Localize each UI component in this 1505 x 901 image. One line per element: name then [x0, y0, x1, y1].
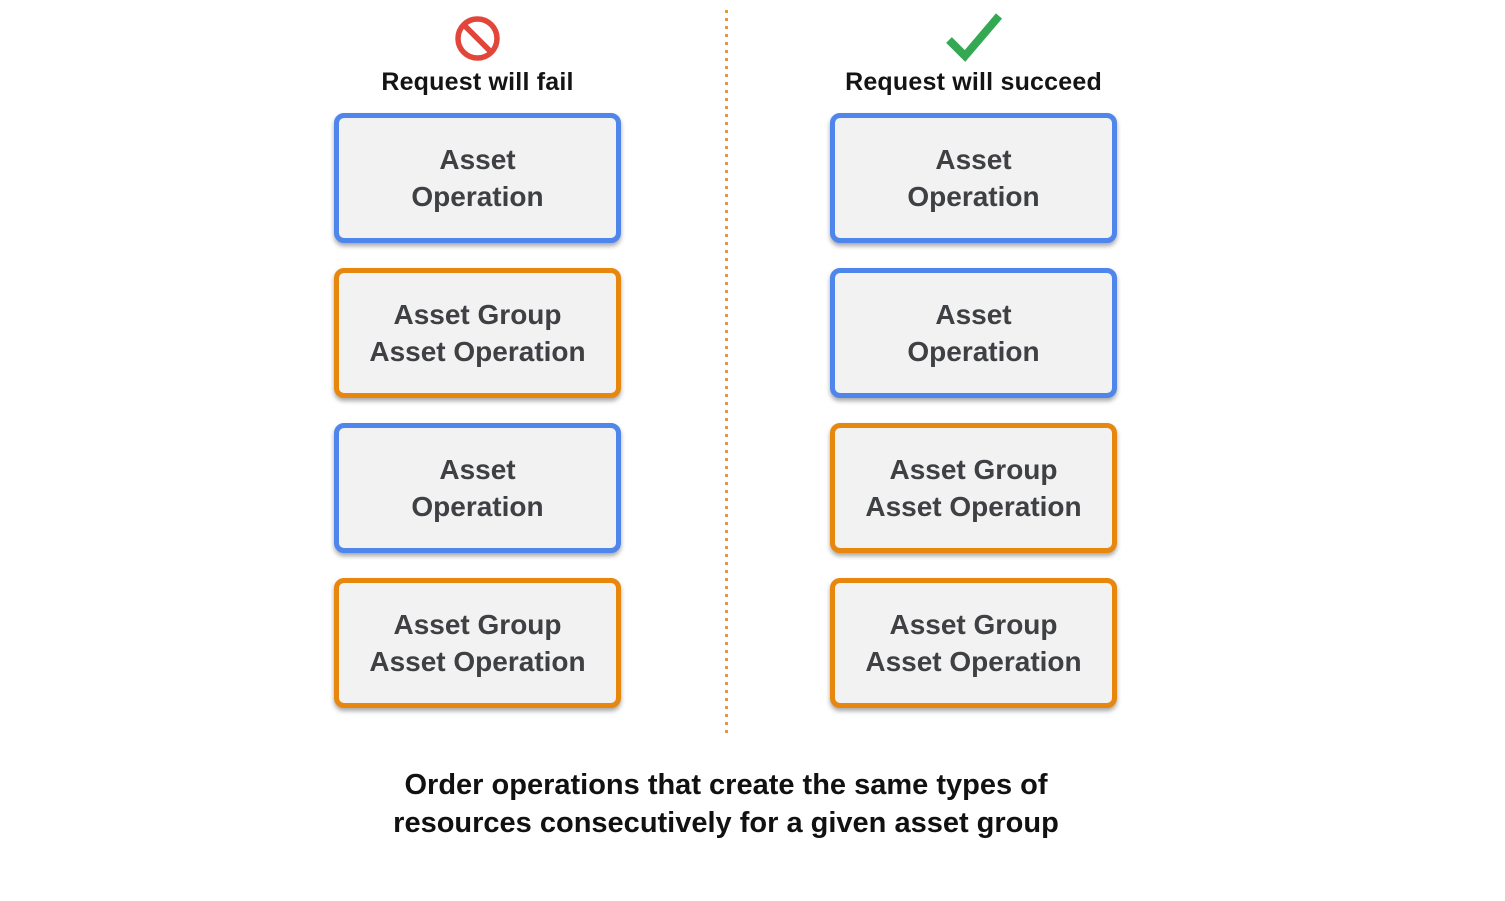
fail-boxes: Asset Operation Asset Group Asset Operat… [334, 113, 621, 708]
box-label-line: Operation [907, 336, 1040, 367]
box-label-line: Asset Group [393, 609, 562, 640]
box-label-line: Asset [935, 299, 1012, 330]
box-label-line: Asset Operation [369, 336, 586, 367]
box-label-line: Asset [935, 144, 1012, 175]
succeed-header: Request will succeed [830, 10, 1117, 97]
box-label-line: Asset Operation [865, 646, 1082, 677]
box-label-line: Asset Operation [369, 646, 586, 677]
succeed-column: Request will succeed Asset Operation Ass… [830, 0, 1117, 740]
box-asset-operation: Asset Operation [830, 268, 1117, 398]
caption-line: resources consecutively for a given asse… [393, 807, 1059, 839]
box-label-line: Asset Operation [865, 491, 1082, 522]
box-label-line: Operation [907, 181, 1040, 212]
box-asset-operation: Asset Operation [334, 423, 621, 553]
fail-column: Request will fail Asset Operation Asset … [334, 0, 621, 740]
column-divider [725, 10, 728, 738]
box-asset-group-asset-operation: Asset Group Asset Operation [830, 578, 1117, 708]
box-asset-group-asset-operation: Asset Group Asset Operation [334, 268, 621, 398]
box-label-line: Operation [411, 181, 544, 212]
box-label-line: Asset [439, 454, 516, 485]
box-label-line: Asset [439, 144, 516, 175]
fail-title: Request will fail [381, 68, 574, 96]
succeed-boxes: Asset Operation Asset Operation Asset Gr… [830, 113, 1117, 708]
box-label-line: Asset Group [889, 609, 1058, 640]
prohibition-icon [334, 10, 621, 66]
caption-line: Order operations that create the same ty… [404, 769, 1048, 801]
box-asset-group-asset-operation: Asset Group Asset Operation [830, 423, 1117, 553]
check-icon [830, 10, 1117, 66]
caption: Order operations that create the same ty… [0, 766, 1452, 842]
box-label-line: Operation [411, 491, 544, 522]
box-label-line: Asset Group [393, 299, 562, 330]
fail-header: Request will fail [334, 10, 621, 97]
box-label-line: Asset Group [889, 454, 1058, 485]
box-asset-operation: Asset Operation [830, 113, 1117, 243]
succeed-title: Request will succeed [845, 68, 1102, 96]
box-asset-group-asset-operation: Asset Group Asset Operation [334, 578, 621, 708]
box-asset-operation: Asset Operation [334, 113, 621, 243]
